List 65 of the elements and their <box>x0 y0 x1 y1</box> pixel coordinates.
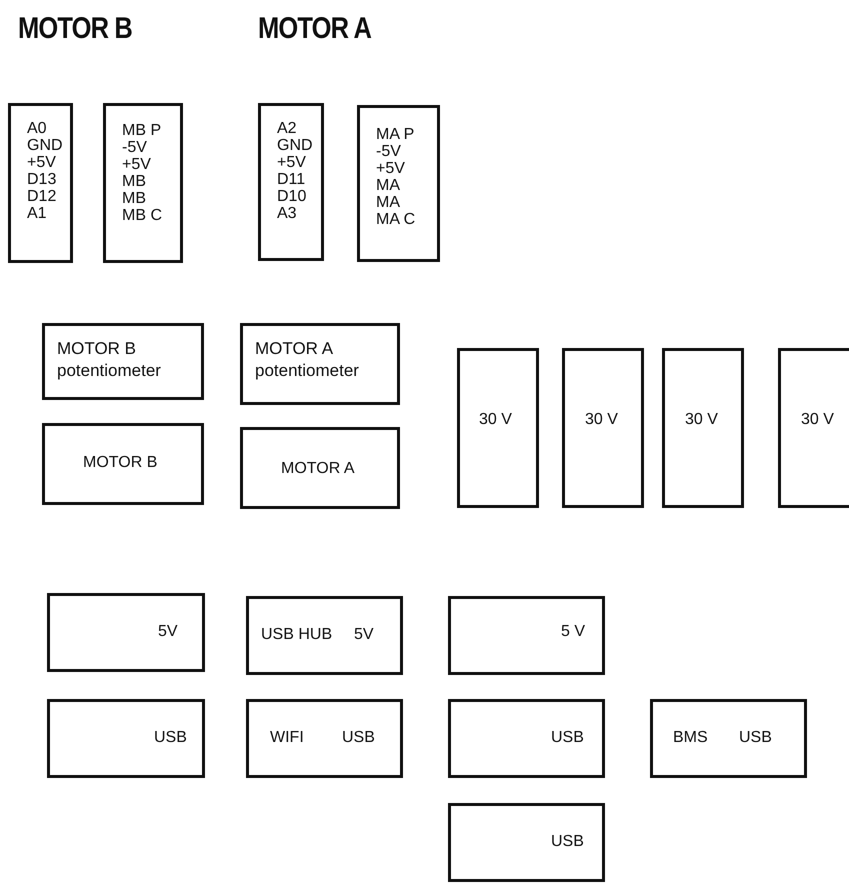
component-label: 5V <box>158 623 178 641</box>
component-box <box>448 596 605 675</box>
component-label: USB HUB <box>261 626 332 644</box>
pin-label: D10 <box>277 188 306 205</box>
pin-label: A3 <box>277 205 297 222</box>
pin-label: A0 <box>27 120 47 137</box>
pin-label: +5V <box>376 160 405 177</box>
component-label: MOTOR A <box>281 460 354 478</box>
pin-label: D11 <box>277 171 306 188</box>
component-label: 30 V <box>801 411 834 429</box>
component-label: 5V <box>354 626 374 644</box>
component-box <box>42 323 204 400</box>
pin-label: MA <box>376 194 400 211</box>
component-box <box>778 348 849 508</box>
pin-label: MA P <box>376 126 414 143</box>
component-label: 30 V <box>685 411 718 429</box>
pin-label: MA <box>376 177 400 194</box>
component-box <box>448 803 605 882</box>
component-box <box>42 423 204 505</box>
component-label: USB <box>342 729 375 747</box>
pin-list-box <box>258 103 324 261</box>
pin-list-box <box>357 105 440 262</box>
section-title: MOTOR B <box>18 12 132 46</box>
component-box <box>240 427 400 509</box>
component-label: 5 V <box>561 623 586 641</box>
pin-list-box <box>8 103 73 263</box>
component-box <box>457 348 539 508</box>
component-box <box>562 348 644 508</box>
section-title: MOTOR A <box>258 12 372 46</box>
component-label: MOTOR B <box>83 454 158 472</box>
component-label: MOTOR B potentiometer <box>57 338 162 382</box>
pin-label: MB <box>122 173 146 190</box>
component-box <box>47 699 205 778</box>
component-label: USB <box>551 729 584 747</box>
pin-label: MA C <box>376 211 416 228</box>
component-box <box>246 699 403 778</box>
component-label: USB <box>551 833 584 851</box>
pin-list-box <box>103 103 183 263</box>
component-label: 30 V <box>585 411 618 429</box>
component-label: 30 V <box>479 411 512 429</box>
component-box <box>240 323 400 405</box>
component-label: USB <box>739 729 772 747</box>
component-label: USB <box>154 729 187 747</box>
pin-label: GND <box>27 137 63 154</box>
pin-label: GND <box>277 137 313 154</box>
component-box <box>246 596 403 675</box>
component-box <box>662 348 744 508</box>
pin-label: -5V <box>376 143 401 160</box>
component-box <box>47 593 205 672</box>
component-label: WIFI <box>270 729 304 747</box>
pin-label: +5V <box>122 156 151 173</box>
component-box <box>650 699 807 778</box>
pin-label: +5V <box>277 154 306 171</box>
pin-label: D12 <box>27 188 56 205</box>
pin-label: -5V <box>122 139 147 156</box>
pin-label: MB C <box>122 207 162 224</box>
pin-label: A2 <box>277 120 297 137</box>
pin-label: D13 <box>27 171 56 188</box>
pin-label: A1 <box>27 205 47 222</box>
pin-label: MB P <box>122 122 162 139</box>
pin-label: +5V <box>27 154 56 171</box>
component-label: BMS <box>673 729 708 747</box>
component-box <box>448 699 605 778</box>
pin-label: MB <box>122 190 146 207</box>
component-label: MOTOR A potentiometer <box>255 338 360 382</box>
